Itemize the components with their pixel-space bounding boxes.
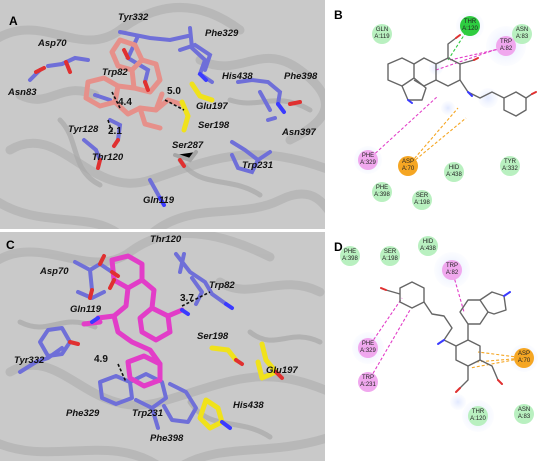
residue-label-glu197-c: Glu197: [266, 365, 298, 376]
residue-code: HID: [422, 239, 434, 245]
residue-code: TRP: [446, 263, 458, 269]
residue-code: ASP: [517, 351, 530, 357]
residue-label-asn397-a: Asn397: [282, 127, 316, 138]
residue-label-ser198-c: Ser198: [197, 331, 229, 342]
residue-number: A:82: [499, 46, 513, 52]
residue-number: A:83: [515, 34, 529, 40]
panel-letter-c: C: [6, 238, 15, 252]
residue-code: TRP: [362, 375, 374, 381]
residue-code: ASP: [401, 159, 414, 165]
residue-label-trp82-a: Trp82: [102, 67, 128, 78]
residue-label-trp231-c: Trp231: [132, 408, 163, 419]
residue-label-phe329-a: Phe329: [205, 28, 239, 39]
residue-number: A:83: [517, 414, 531, 420]
residue-code: GLN: [375, 27, 389, 33]
residue-number: A:398: [342, 256, 358, 262]
residue-number: A:398: [374, 192, 390, 198]
residue-label-asp70-a: Asp70: [38, 38, 67, 49]
residue-number: A:332: [502, 166, 518, 172]
residue-code: PHE: [361, 153, 375, 159]
panel-c-structure: [0, 232, 325, 461]
residue-number: A:329: [360, 160, 376, 166]
residue-number: A:120: [462, 26, 478, 32]
panel-c-3d-view: C Thr120 Asp70 Gln119 Trp82 Ser198 Tyr33…: [0, 232, 325, 461]
residue-label-thr120-a: Thr120: [92, 152, 124, 163]
residue-label-tyr332-a: Tyr332: [118, 12, 149, 23]
residue-number: A:70: [401, 166, 415, 172]
residue-code: TRP: [500, 39, 512, 45]
residue-label-tyr332-c: Tyr332: [14, 355, 45, 366]
residue-code: TYR: [504, 159, 516, 165]
residue-label-his438-a: His438: [222, 71, 253, 82]
distance-label-4-4: 4.4: [118, 97, 132, 108]
residue-label-asp70-c: Asp70: [40, 266, 69, 277]
residue-number: A:82: [445, 270, 459, 276]
panel-a-structure: [0, 3, 325, 229]
residue-label-phe398-a: Phe398: [284, 71, 318, 82]
residue-code: HID: [448, 165, 460, 171]
residue-label-ser198-a: Ser198: [198, 120, 230, 131]
residue-label-trp82-c: Trp82: [209, 280, 235, 291]
residue-label-trp231-a: Trp231: [242, 160, 273, 171]
residue-label-his438-c: His438: [233, 400, 264, 411]
distance-label-5-0: 5.0: [167, 86, 181, 97]
distance-label-2-1: 2.1: [108, 126, 122, 137]
panel-letter-a: A: [9, 14, 18, 28]
residue-code: SER: [383, 249, 397, 255]
residue-label-gln119-a: Gln119: [143, 195, 174, 206]
residue-number: A:70: [517, 358, 531, 364]
residue-code: PHE: [375, 185, 389, 191]
residue-code: ASN: [515, 27, 529, 33]
panel-letter-d: D: [334, 240, 343, 254]
residue-code: THR: [471, 409, 485, 415]
residue-code: PHE: [361, 341, 375, 347]
residue-code: PHE: [343, 249, 357, 255]
residue-label-tyr128-a: Tyr128: [68, 124, 99, 135]
residue-label-ser287-a: Ser287: [172, 140, 204, 151]
residue-label-glu197-a: Glu197: [196, 101, 228, 112]
residue-label-gln119-c: Gln119: [70, 304, 101, 315]
residue-number: A:119: [374, 34, 390, 40]
panel-letter-b: B: [334, 8, 343, 22]
residue-number: A:438: [420, 246, 436, 252]
residue-label-phe329-c: Phe329: [66, 408, 100, 419]
residue-code: THR: [463, 19, 477, 25]
residue-number: A:231: [360, 382, 376, 388]
residue-number: A:438: [446, 172, 462, 178]
residue-number: A:120: [470, 416, 486, 422]
residue-label-thr120-c: Thr120: [150, 234, 182, 245]
residue-label-asn83-a: Asn83: [8, 87, 37, 98]
residue-label-phe398-c: Phe398: [150, 433, 184, 444]
residue-number: A:198: [382, 256, 398, 262]
distance-label-4-9: 4.9: [94, 354, 108, 365]
panel-a-3d-view: A Tyr332 Asp70 Asn83 Trp82 Tyr128 Thr120…: [0, 0, 325, 229]
residue-code: SER: [415, 193, 429, 199]
distance-label-3-7: 3.7: [180, 293, 194, 304]
residue-code: ASN: [517, 407, 531, 413]
residue-number: A:329: [360, 348, 376, 354]
residue-number: A:198: [414, 200, 430, 206]
